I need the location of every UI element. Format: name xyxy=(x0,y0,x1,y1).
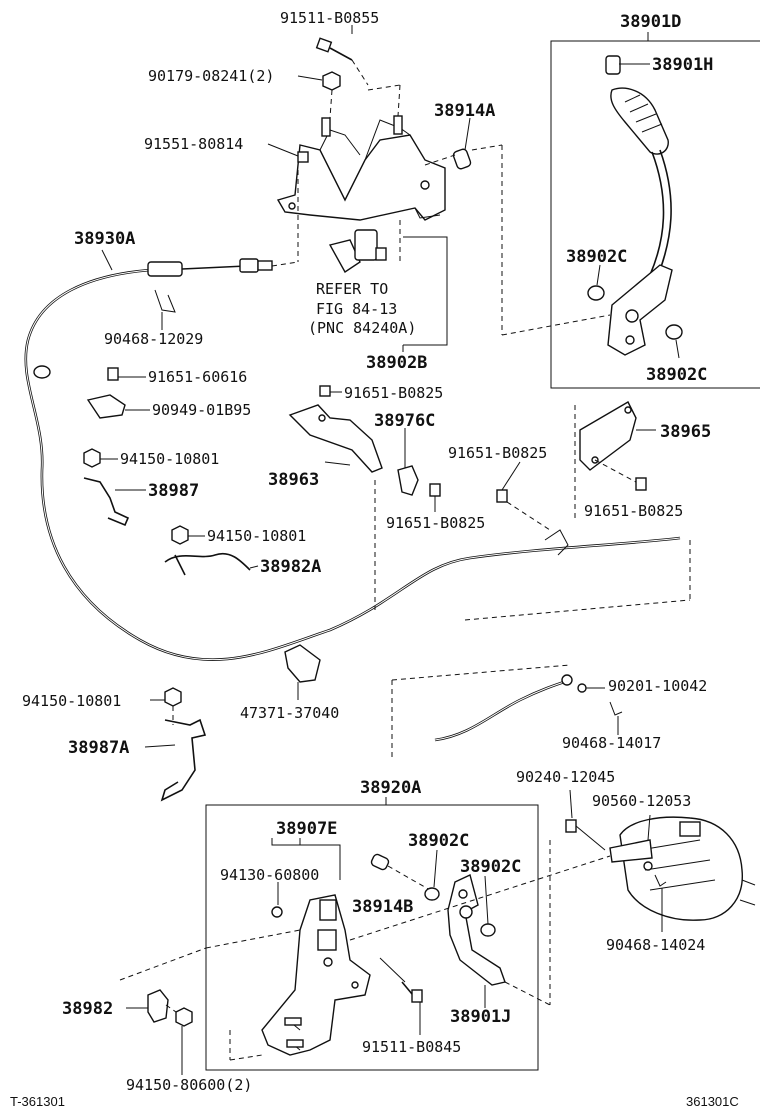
label-90201-10042: 90201-10042 xyxy=(608,677,707,695)
label-91651-B0825-c: 91651-B0825 xyxy=(448,444,547,462)
label-90240-12045: 90240-12045 xyxy=(516,768,615,786)
label-38901H: 38901H xyxy=(652,55,713,75)
label-38901J: 38901J xyxy=(450,1007,511,1027)
label-38902C-a: 38902C xyxy=(566,247,627,267)
label-91511-B0855: 91511-B0855 xyxy=(280,9,379,27)
label-94150-80600: 94150-80600(2) xyxy=(126,1076,252,1094)
label-38914B: 38914B xyxy=(352,897,413,917)
label-38902C-c: 38902C xyxy=(408,831,469,851)
label-38902C-b: 38902C xyxy=(646,365,707,385)
label-90468-12029: 90468-12029 xyxy=(104,330,203,348)
label-38901D: 38901D xyxy=(620,12,681,32)
label-90949-01B95: 90949-01B95 xyxy=(152,401,251,419)
label-38963: 38963 xyxy=(268,470,319,490)
label-90468-14024: 90468-14024 xyxy=(606,936,705,954)
bracket-38965 xyxy=(579,401,637,471)
label-91551-80814: 91551-80814 xyxy=(144,135,243,153)
label-94150-10801-a: 94150-10801 xyxy=(120,450,219,468)
clip-38976C xyxy=(397,465,419,496)
label-38930A: 38930A xyxy=(74,229,135,249)
label-90179-08241: 90179-08241(2) xyxy=(148,67,274,85)
label-38987: 38987 xyxy=(148,481,199,501)
label-91651-B0825-a: 91651-B0825 xyxy=(344,384,443,402)
label-94130-60800: 94130-60800 xyxy=(220,866,319,884)
parking-brake-lever xyxy=(587,55,683,356)
label-94150-10801-b: 94150-10801 xyxy=(207,527,306,545)
label-38982A: 38982A xyxy=(260,557,321,577)
label-38965: 38965 xyxy=(660,422,711,442)
grommet-47371-37040 xyxy=(284,644,321,683)
label-38914A: 38914A xyxy=(434,101,495,121)
box-38920A xyxy=(205,804,539,1071)
label-91651-60616: 91651-60616 xyxy=(148,368,247,386)
bolt-91511-B0855 xyxy=(315,37,353,61)
label-90560-12053: 90560-12053 xyxy=(592,792,691,810)
clip-90468-12029 xyxy=(154,289,176,313)
switch-connector xyxy=(328,229,387,274)
label-38920A: 38920A xyxy=(360,778,421,798)
upper-bracket xyxy=(276,115,446,221)
box-38901D xyxy=(550,40,760,389)
bracket-38987A xyxy=(160,718,207,802)
clamp-90949-01B95 xyxy=(86,394,126,419)
label-38987A: 38987A xyxy=(68,738,129,758)
label-91651-B0825-b: 91651-B0825 xyxy=(386,514,485,532)
label-38976C: 38976C xyxy=(374,411,435,431)
label-refer-line1: REFER TO xyxy=(316,280,388,298)
label-91651-B0825-d: 91651-B0825 xyxy=(584,502,683,520)
footer-left-code: T-361301 xyxy=(10,1094,65,1109)
footer-right-code: 361301C xyxy=(686,1094,739,1109)
label-38907E: 38907E xyxy=(276,819,337,839)
spring-38982A xyxy=(164,552,251,576)
label-38902B: 38902B xyxy=(366,353,427,373)
bracket-38987 xyxy=(83,477,130,527)
bracket-38963 xyxy=(288,404,383,473)
bracket-38907E xyxy=(261,894,371,1056)
label-90468-14017: 90468-14017 xyxy=(562,734,661,752)
lever-38901J xyxy=(447,874,506,986)
label-91511-B0845: 91511-B0845 xyxy=(362,1038,461,1056)
label-47371-37040: 47371-37040 xyxy=(240,704,339,722)
label-38902C-d: 38902C xyxy=(460,857,521,877)
label-38982: 38982 xyxy=(62,999,113,1019)
label-94150-10801-c: 94150-10801 xyxy=(22,692,121,710)
clip-38982 xyxy=(147,989,169,1023)
label-refer-line3: (PNC 84240A) xyxy=(308,319,416,337)
label-refer-line2: FIG 84-13 xyxy=(316,300,397,318)
rear-brake-body xyxy=(619,816,756,921)
